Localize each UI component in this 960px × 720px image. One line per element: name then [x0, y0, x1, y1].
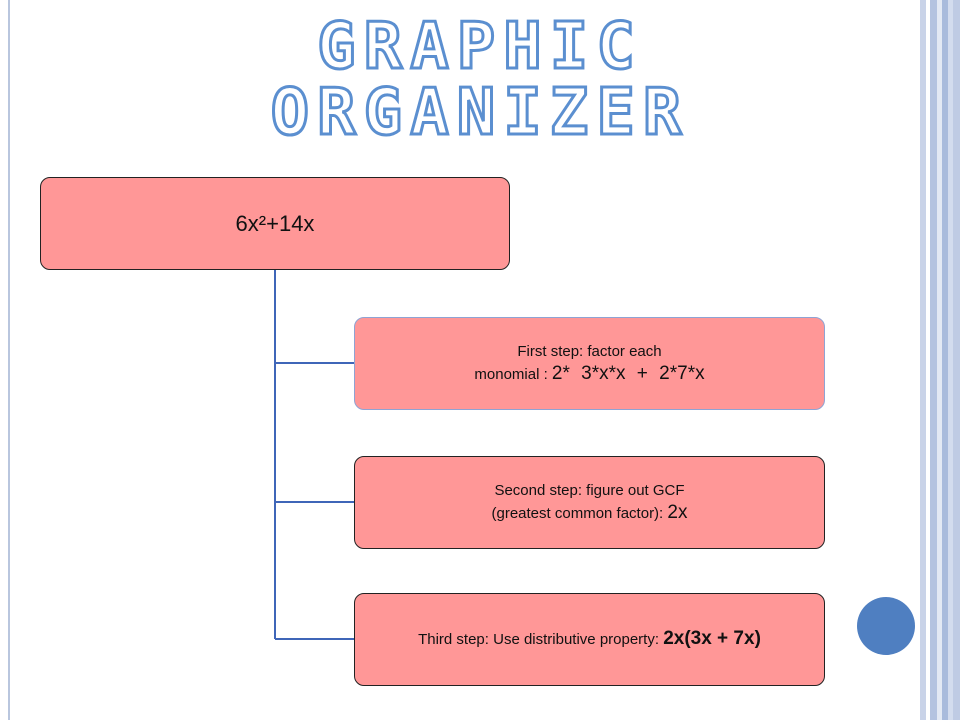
step-1-line-2: monomial : 2* 3*x*x + 2*7*x: [474, 363, 704, 386]
title-outline-text: GRAPHIC ORGANIZER: [269, 9, 690, 139]
title-line-2: ORGANIZER: [271, 76, 690, 138]
side-bar: [916, 0, 920, 720]
step-2-label: (greatest common factor):: [491, 505, 664, 522]
step-3-label: Third step: Use distributive property:: [418, 631, 660, 648]
side-bar: [926, 0, 930, 720]
root-expression: 6x²+14x: [235, 210, 315, 236]
side-bar: [942, 0, 948, 720]
root-expression-box: 6x²+14x: [40, 177, 510, 270]
left-margin-rule: [8, 0, 10, 720]
accent-circle: [857, 597, 915, 655]
step-box-second: Second step: figure out GCF (greatest co…: [354, 456, 825, 549]
side-bar: [953, 0, 960, 720]
side-bar: [930, 0, 937, 720]
step-box-third: Third step: Use distributive property: 2…: [354, 593, 825, 686]
right-decorative-bars: [916, 0, 960, 720]
side-bar: [948, 0, 953, 720]
step-box-first: First step: factor each monomial : 2* 3*…: [354, 317, 825, 410]
step-2-value: 2x: [667, 502, 688, 523]
title-line-1: GRAPHIC: [317, 10, 643, 84]
side-bar: [920, 0, 926, 720]
step-3-value: 2x(3x + 7x): [663, 628, 761, 649]
step-3-line-1: Third step: Use distributive property: 2…: [418, 628, 761, 651]
step-1-line-1: First step: factor each: [517, 343, 662, 360]
step-2-line-1: Second step: figure out GCF: [494, 482, 685, 499]
step-1-label: monomial :: [474, 366, 548, 383]
slide-title: GRAPHIC ORGANIZER: [0, 8, 960, 139]
step-1-value: 2* 3*x*x + 2*7*x: [551, 363, 705, 384]
side-bar: [937, 0, 942, 720]
step-2-line-2: (greatest common factor): 2x: [492, 502, 688, 525]
